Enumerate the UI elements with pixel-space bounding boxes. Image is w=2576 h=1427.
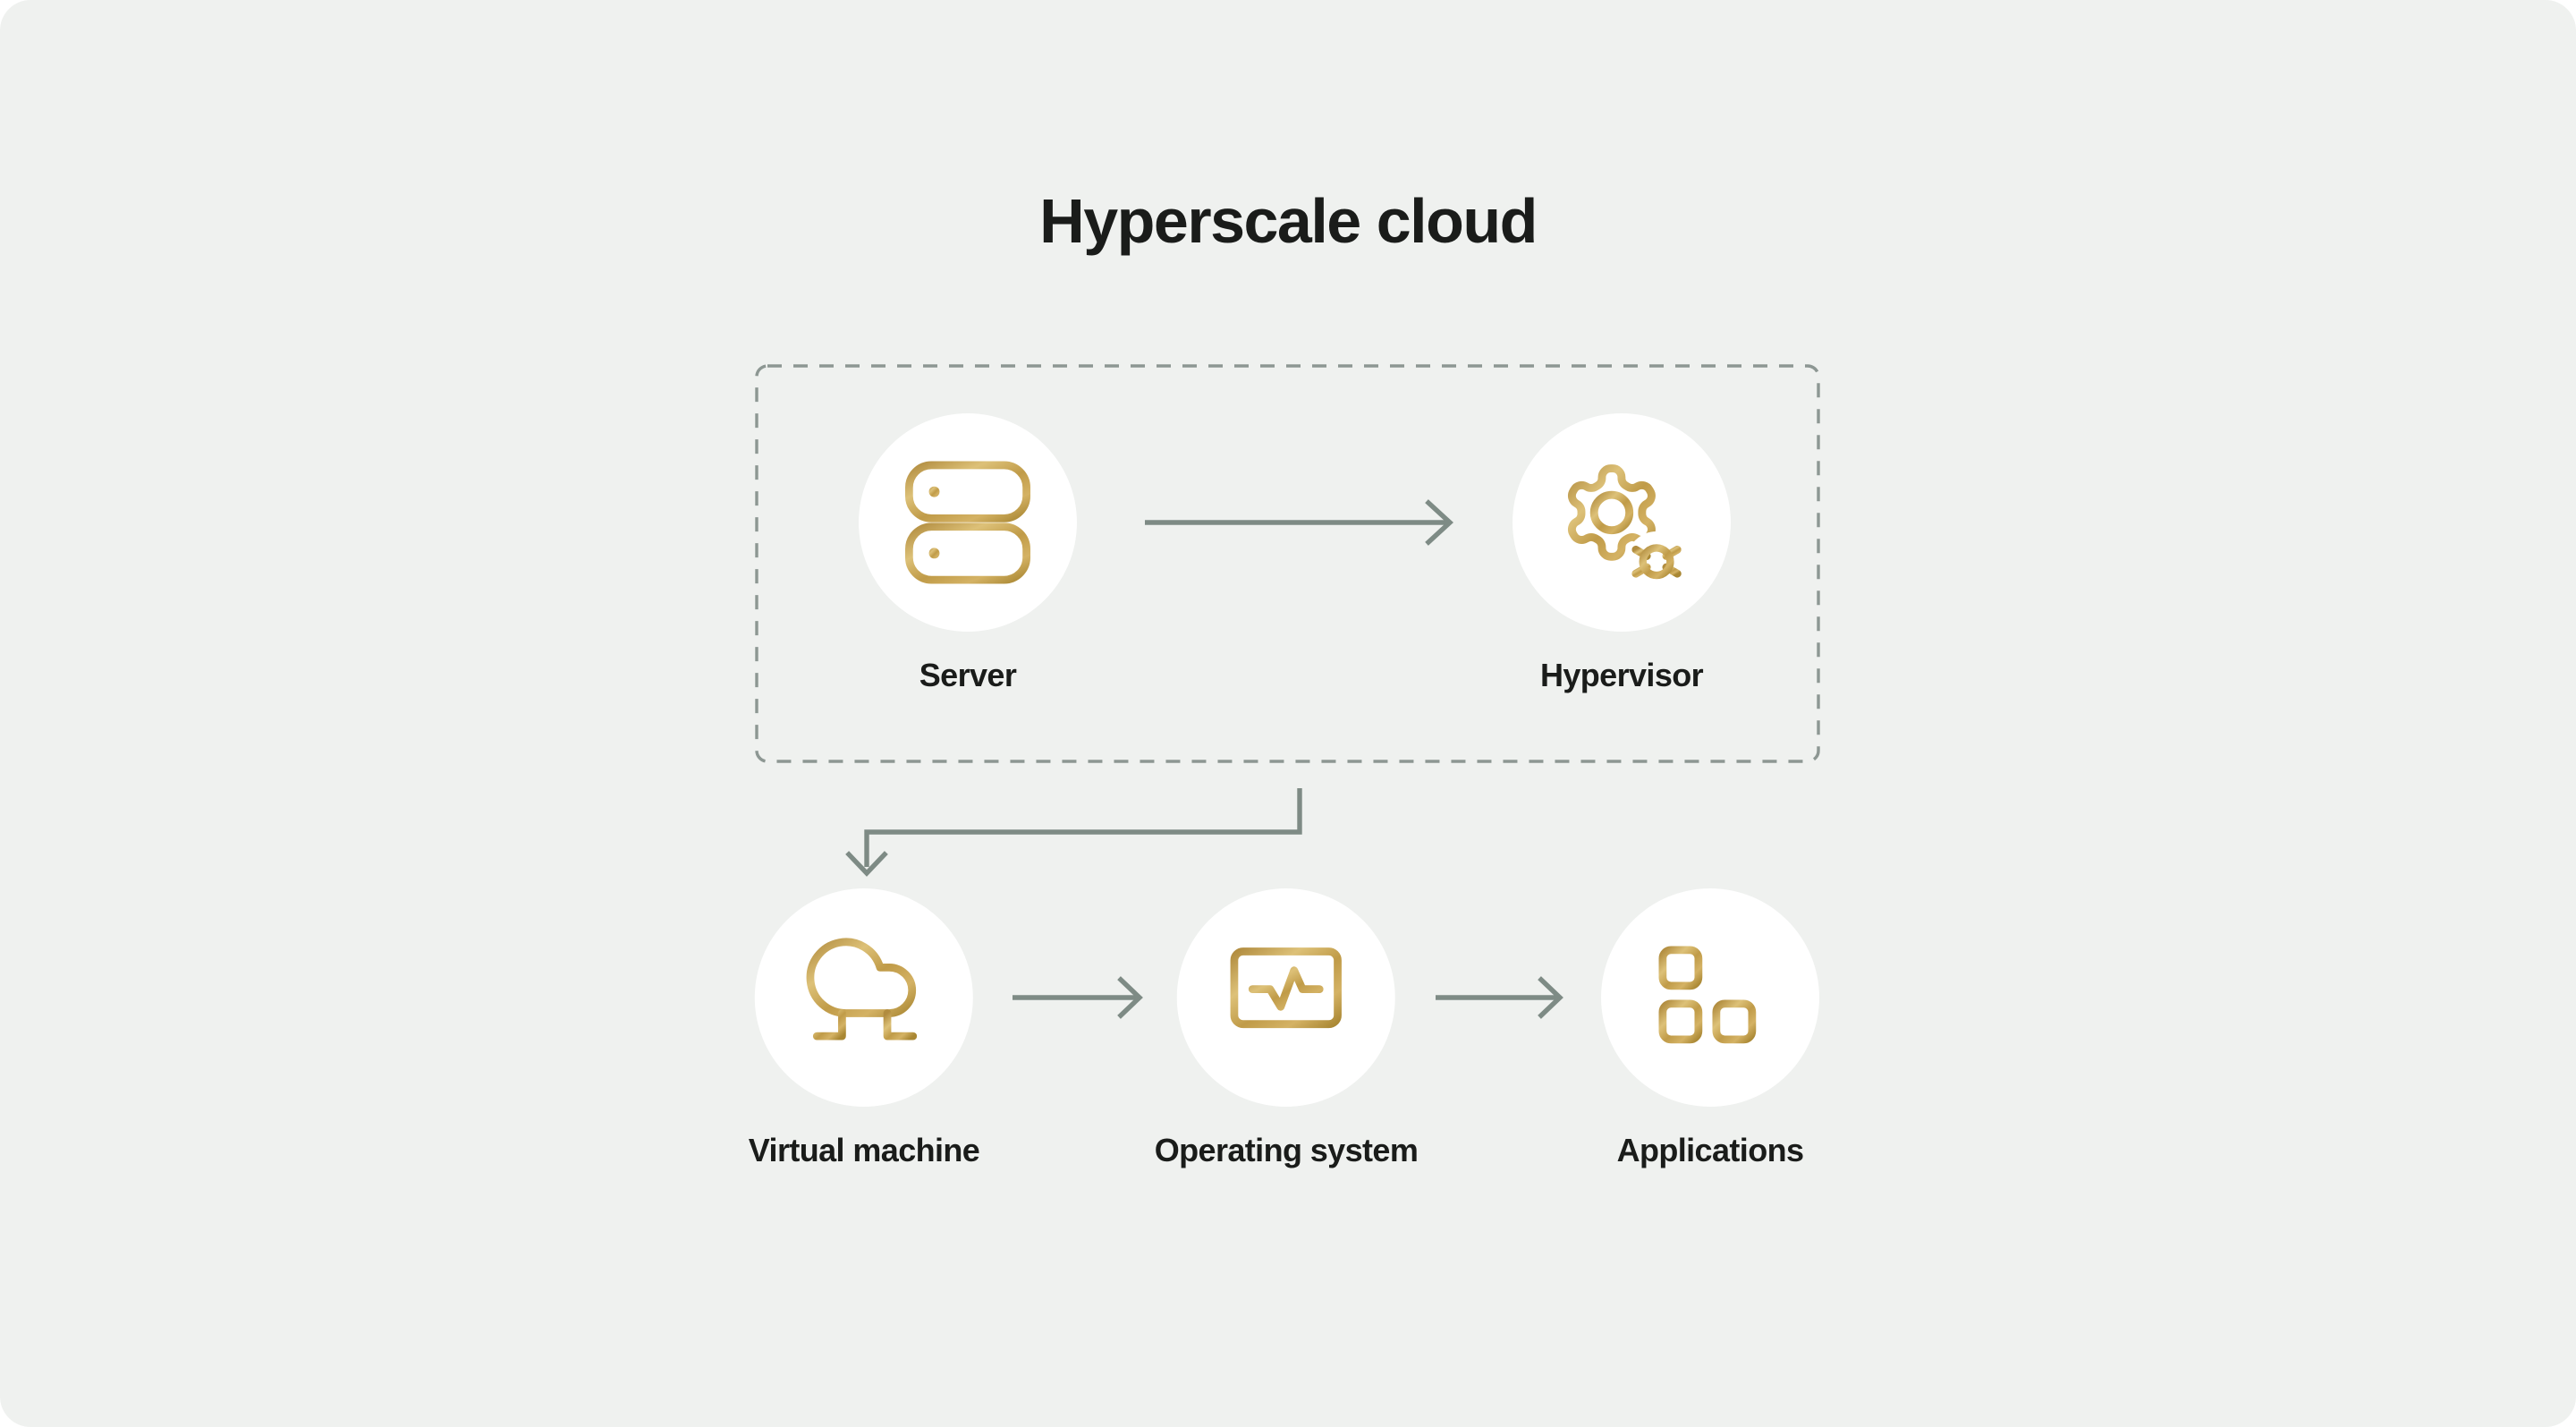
monitor-pulse-icon [1230,947,1343,1045]
node-label-applications: Applications [1616,1132,1804,1168]
node-label-hypervisor: Hypervisor [1539,657,1704,693]
node-applications: Applications [1601,888,1819,1169]
arrowhead-group-to-vm [845,851,888,877]
host-group-dashed-box [755,364,1820,763]
server-icon [905,461,1030,584]
gears-icon [1568,464,1687,590]
arrowhead-vm-to-os [1117,976,1143,1019]
operating-system-node-circle [1176,888,1395,1107]
app-grid-plus-icon [1658,944,1758,1044]
node-virtual-machine: Virtual machine [748,888,980,1169]
node-label-virtual-machine: Virtual machine [748,1132,980,1168]
cloud-vm-icon [806,938,918,1047]
node-hypervisor: Hypervisor [1513,413,1731,694]
node-server: Server [859,413,1077,694]
arrowhead-os-to-apps [1538,976,1563,1019]
small-gear [1631,533,1682,590]
node-label-operating-system: Operating system [1154,1132,1419,1168]
node-operating-system: Operating system [1155,888,1419,1169]
applications-node-circle [1601,888,1819,1107]
arrowhead-server-to-hypervisor [1425,499,1453,546]
server-node-circle [859,413,1077,632]
arrow-group-to-vm [864,788,1302,867]
virtual-machine-node-circle [755,888,973,1107]
hypervisor-node-circle [1513,413,1731,632]
diagram-title: Hyperscale cloud [1039,186,1538,256]
node-label-server: Server [919,657,1017,693]
